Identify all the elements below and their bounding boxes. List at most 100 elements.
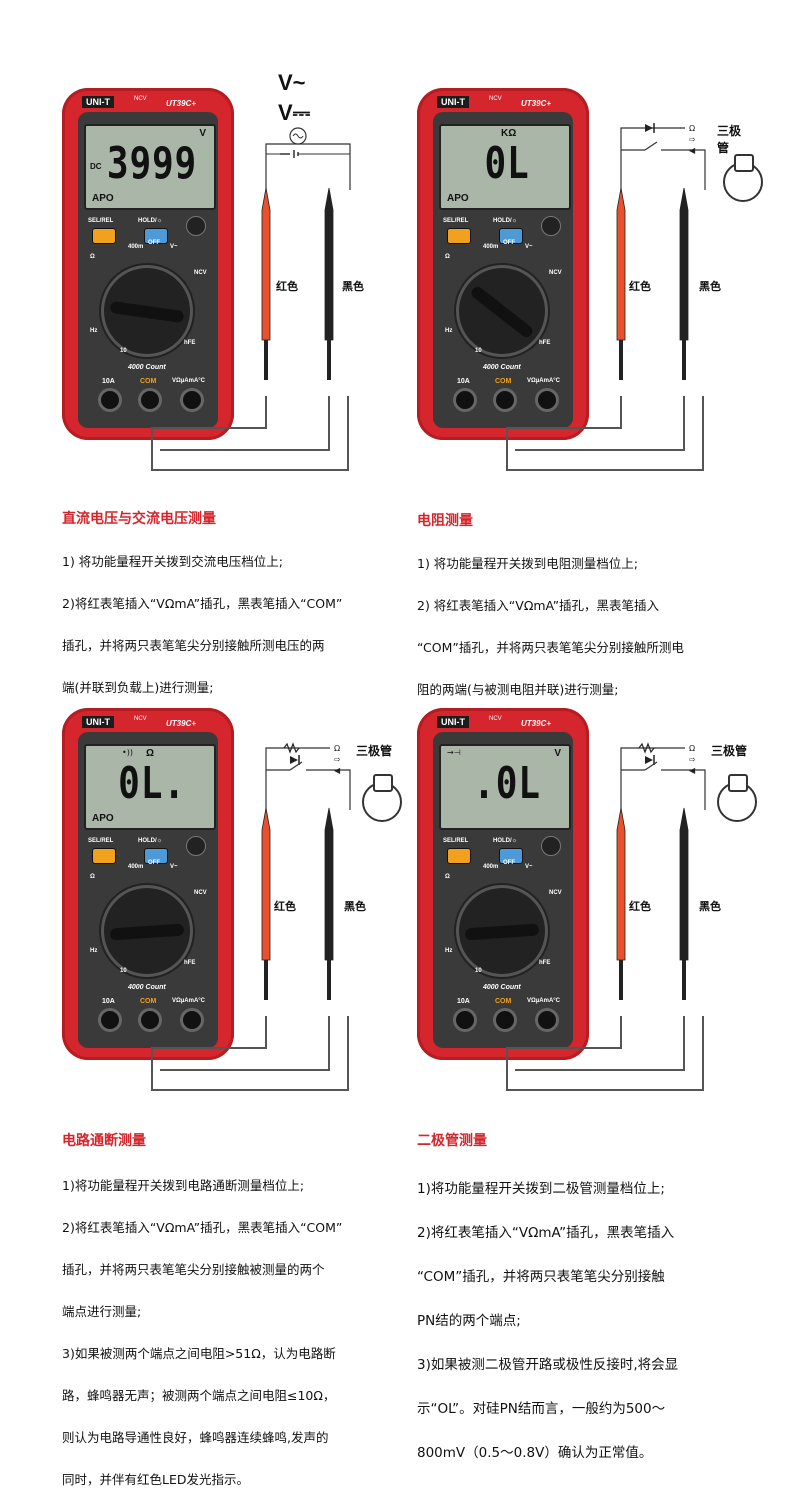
lcd-diode-icon: →⊣ (447, 748, 461, 757)
desc-line: 1) 将功能量程开关拨到交流电压档位上; (62, 554, 284, 569)
jack-com[interactable] (138, 1008, 162, 1032)
jack-10a-label: 10A (457, 378, 470, 385)
jack-10a-label: 10A (457, 998, 470, 1005)
jack-com-label: COM (140, 998, 157, 1005)
rotary-dial[interactable] (104, 888, 190, 974)
wiring-diagram: Ω ⇨ ◀ (506, 123, 706, 471)
count-label: 4000 Count (128, 364, 166, 371)
dial-label: hFE (539, 960, 551, 966)
jack-com[interactable] (493, 388, 517, 412)
multimeter: UNI-T NCV UT39C+ •)) Ω 0L. APO SEL/REL H… (62, 708, 234, 1060)
desc-line: 插孔，并将两只表笔笔尖分别接触被测量的两个 (62, 1262, 325, 1277)
hfe-socket[interactable] (186, 216, 206, 236)
hold-button[interactable] (144, 848, 168, 864)
hfe-socket[interactable] (541, 836, 561, 856)
jack-10a[interactable] (453, 388, 477, 412)
rotary-dial[interactable] (104, 268, 190, 354)
jack-v-label: VΩµAmA°C (172, 998, 206, 1004)
jack-v[interactable] (180, 388, 204, 412)
hold-label: HOLD/☼ (138, 838, 163, 844)
hold-label: HOLD/☼ (138, 218, 163, 224)
sel-rel-label: SEL/REL (88, 838, 114, 844)
sel-rel-button[interactable] (447, 228, 471, 244)
svg-text:Ω: Ω (334, 744, 340, 753)
jack-10a[interactable] (98, 1008, 122, 1032)
dial-label: Ω (90, 254, 95, 260)
hold-button[interactable] (499, 228, 523, 244)
rotary-dial[interactable] (459, 268, 545, 354)
multimeter: UNI-T NCV UT39C+ →⊣ V .0L SEL/REL HOLD/☼… (417, 708, 589, 1060)
hfe-socket[interactable] (541, 216, 561, 236)
desc-line: 路，蜂鸣器无声；被测两个端点之间电阻≤10Ω， (62, 1388, 336, 1403)
desc-line: 1)将功能量程开关拨到电路通断测量档位上; (62, 1178, 305, 1193)
ncv-indicator: NCV (489, 96, 502, 102)
dial-label: OFF (148, 860, 160, 866)
desc-line: 1)将功能量程开关拨到二极管测量档位上; (417, 1181, 665, 1197)
red-probe-label: 红色 (629, 900, 651, 913)
section-description: 1)将功能量程开关拨到二极管测量档位上; 2)将红表笔插入“VΩmA”插孔，黑表… (417, 1156, 737, 1486)
hfe-socket[interactable] (186, 836, 206, 856)
dial-label: NCV (549, 270, 562, 276)
lcd-apo: APO (447, 193, 469, 204)
desc-line: 800mV（0.5～0.8V）确认为正常值。 (417, 1445, 653, 1461)
desc-line: 插孔，并将两只表笔笔尖分别接触所测电压的两 (62, 638, 325, 653)
count-label: 4000 Count (483, 984, 521, 991)
jack-com[interactable] (138, 388, 162, 412)
dial-label: NCV (549, 890, 562, 896)
transistor-icon (362, 774, 402, 822)
desc-line: “COM”插孔，并将两只表笔笔尖分别接触 (417, 1269, 665, 1285)
sel-rel-button[interactable] (92, 228, 116, 244)
lcd-top-unit: KΩ (501, 128, 517, 139)
dial-label: Hz (445, 328, 453, 334)
jack-v[interactable] (535, 1008, 559, 1032)
lcd-digits: 3999 (106, 138, 198, 189)
svg-text:◀: ◀ (334, 766, 341, 775)
black-probe-label: 黑色 (344, 900, 366, 913)
brand-logo: UNI-T (437, 716, 469, 728)
sel-rel-button[interactable] (92, 848, 116, 864)
lcd-display: KΩ 0L APO (439, 124, 571, 210)
dial-label: OFF (503, 860, 515, 866)
jack-v-label: VΩµAmA°C (527, 998, 561, 1004)
transistor-label: 三极管 (356, 744, 393, 758)
section-title: 二极管测量 (417, 1133, 487, 1149)
panel-resistance: UNI-T NCV UT39C+ KΩ 0L APO SEL/REL HOLD/… (355, 0, 763, 739)
sel-rel-label: SEL/REL (443, 218, 469, 224)
section-title: 电阻测量 (417, 513, 473, 529)
lcd-top-unit: Ω (146, 748, 155, 759)
svg-text:Ω: Ω (689, 744, 695, 753)
jack-v[interactable] (180, 1008, 204, 1032)
dial-label: V~ (170, 864, 178, 870)
jack-10a[interactable] (453, 1008, 477, 1032)
dial-label: hFE (184, 960, 196, 966)
jack-com[interactable] (493, 1008, 517, 1032)
svg-text:◀: ◀ (689, 146, 696, 155)
desc-line: 3)如果被测二极管开路或极性反接时,将会显 (417, 1357, 679, 1373)
black-probe-label: 黑色 (342, 280, 364, 293)
transistor-icon (723, 154, 763, 202)
lcd-apo: APO (92, 193, 114, 204)
desc-line: 2)将红表笔插入“VΩmA”插孔，黑表笔插入 (417, 1225, 675, 1241)
jack-com-label: COM (495, 998, 512, 1005)
lcd-digits: 0L. (118, 758, 186, 809)
hold-button[interactable] (499, 848, 523, 864)
lcd-display: V DC 3999 APO (84, 124, 216, 210)
dial-label: Ω (445, 254, 450, 260)
desc-line: 示“OL”。对硅PN结而言，一般约为500～ (417, 1401, 666, 1417)
svg-text:◀: ◀ (689, 766, 696, 775)
lcd-digits: 0L (484, 138, 530, 189)
transistor-label: 三极管 (717, 124, 742, 155)
model-name: UT39C+ (166, 99, 197, 108)
desc-line: 端(并联到负载上)进行测量; (62, 680, 214, 695)
sel-rel-button[interactable] (447, 848, 471, 864)
dial-label: hFE (539, 340, 551, 346)
rotary-dial[interactable] (459, 888, 545, 974)
jack-10a[interactable] (98, 388, 122, 412)
jack-10a-label: 10A (102, 378, 115, 385)
jack-v[interactable] (535, 388, 559, 412)
hold-button[interactable] (144, 228, 168, 244)
black-probe-label: 黑色 (699, 900, 721, 913)
dial-label: Ω (445, 874, 450, 880)
dial-label: V~ (525, 864, 533, 870)
section-description: 1) 将功能量程开关拨到电阻测量档位上; 2) 将红表笔插入“VΩmA”插孔，黑… (417, 532, 737, 763)
